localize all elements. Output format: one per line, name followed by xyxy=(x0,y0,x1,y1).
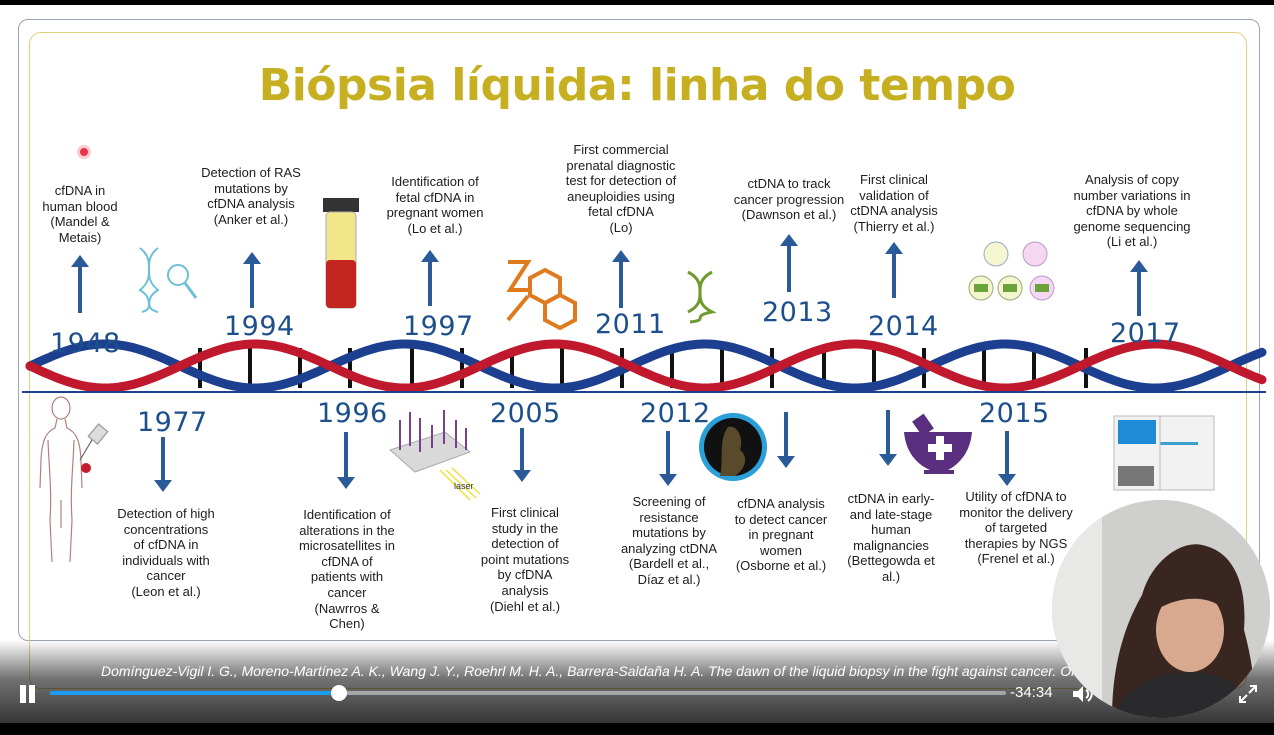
time-remaining: -34:34 xyxy=(1010,684,1053,701)
citation-caption: Domínguez-Vigil I. G., Moreno-Martínez A… xyxy=(101,663,1073,679)
year-1997: 1997 xyxy=(403,311,474,342)
woman-figure-icon xyxy=(39,396,109,563)
presenter-video-image xyxy=(1052,500,1270,718)
progress-slider[interactable] xyxy=(50,685,1006,701)
year-2013: 2013 xyxy=(762,297,833,328)
blood-tube-icon xyxy=(323,198,359,309)
year-1994: 1994 xyxy=(224,311,295,342)
blood-drop-icon xyxy=(81,463,91,473)
helix-strand-red xyxy=(25,339,1267,393)
year-1948: 1948 xyxy=(50,328,121,359)
year-2012: 2012 xyxy=(640,398,711,429)
green-dna-icon xyxy=(687,270,717,324)
recording-indicator-dot xyxy=(80,148,88,156)
up-arrow-head xyxy=(421,250,439,262)
slide-title: Biópsia líquida: linha do tempo xyxy=(258,60,1016,111)
progress-fill xyxy=(50,691,339,695)
laser-label: laser xyxy=(454,481,474,491)
pharmacy-bowl-icon xyxy=(904,413,972,474)
year-1977: 1977 xyxy=(137,407,208,438)
up-arrow-head xyxy=(885,242,903,254)
sequencer-machine-icon xyxy=(1113,415,1215,491)
chromosome-cells-icon xyxy=(968,241,1055,301)
pause-button[interactable] xyxy=(18,684,36,704)
year-2015: 2015 xyxy=(979,398,1050,429)
dna-helix xyxy=(22,339,1267,393)
year-2005: 2005 xyxy=(490,398,561,429)
down-arrow-head xyxy=(154,480,172,492)
fullscreen-button[interactable] xyxy=(1238,684,1258,704)
up-arrow-head xyxy=(780,234,798,246)
down-arrow-head xyxy=(777,456,795,468)
year-2014: 2014 xyxy=(868,311,939,342)
helix-strand-blue xyxy=(25,339,1267,393)
expand-icon xyxy=(1239,685,1257,703)
microarray-laser-icon: laser xyxy=(389,410,481,501)
down-arrow-head xyxy=(337,477,355,489)
year-1996: 1996 xyxy=(317,398,388,429)
down-arrow-head xyxy=(513,470,531,482)
down-arrow-head xyxy=(998,474,1016,486)
down-arrow-head xyxy=(879,454,897,466)
timeline-arrows xyxy=(71,234,1148,492)
down-arrow-head xyxy=(659,474,677,486)
pause-icon xyxy=(20,685,26,703)
presenter-webcam xyxy=(1052,500,1270,718)
pregnant-silhouette-icon xyxy=(699,413,767,481)
progress-thumb[interactable] xyxy=(330,685,347,701)
up-arrow-head xyxy=(612,250,630,262)
up-arrow-head xyxy=(71,255,89,267)
hexagon-molecule-icon xyxy=(506,260,577,331)
dna-magnifier-icon xyxy=(138,247,198,313)
up-arrow-head xyxy=(243,252,261,264)
year-2011: 2011 xyxy=(595,309,666,340)
year-2017: 2017 xyxy=(1110,318,1181,349)
up-arrow-head xyxy=(1130,260,1148,272)
